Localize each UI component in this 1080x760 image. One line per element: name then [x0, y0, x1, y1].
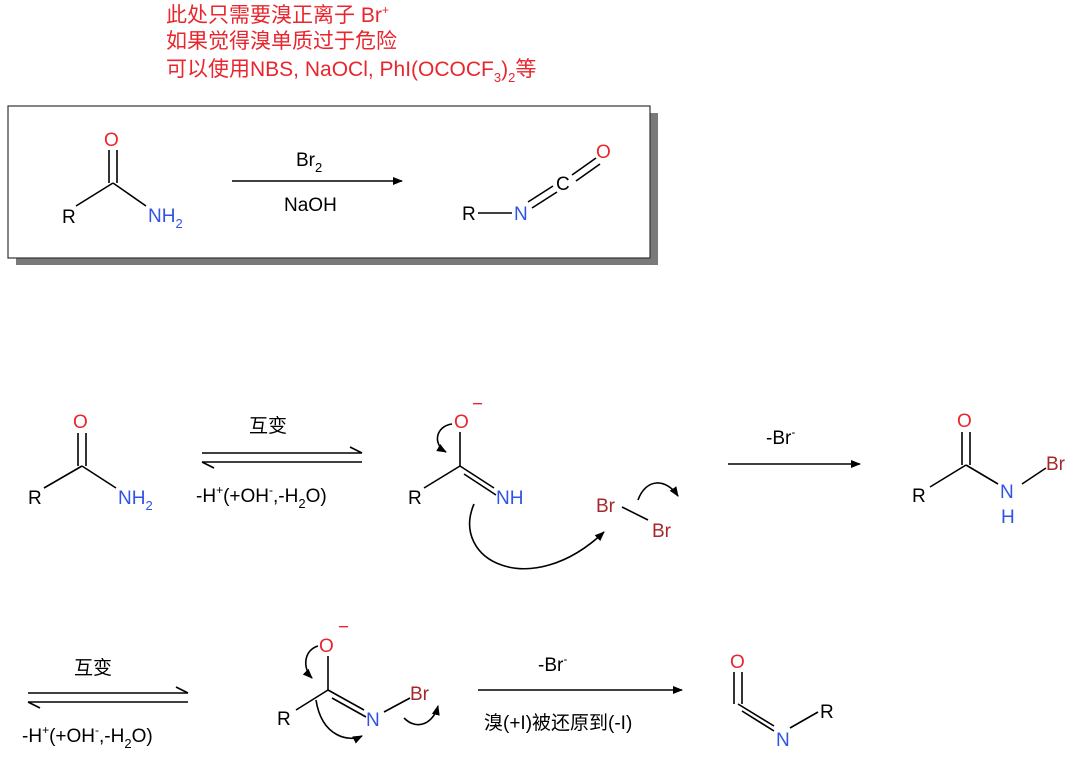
- reagent-note: 此处只需要溴正离子 Br+ 如果觉得溴单质过于危险 可以使用NBS, NaOCl…: [166, 3, 536, 85]
- label-proton-loss: -H+(+OH-,-H2O): [22, 723, 153, 751]
- atom-r: R: [62, 207, 76, 228]
- atom-br: Br: [1046, 454, 1066, 475]
- step-arrow-2: -Br- 溴(+I)被还原到(-I): [478, 652, 683, 734]
- atom-o: O: [454, 412, 469, 433]
- tautomer-equilibrium-2: 互变 -H+(+OH-,-H2O): [22, 657, 189, 751]
- atom-c: C: [556, 174, 570, 195]
- atom-r: R: [408, 488, 422, 509]
- atom-n: N: [1000, 482, 1014, 503]
- box-isocyanate: R N C O: [462, 142, 611, 225]
- n-bromo-imidate-anion: R O − N Br: [277, 617, 440, 744]
- atom-o: O: [73, 412, 88, 433]
- box-frame: [7, 105, 651, 259]
- atom-br: Br: [596, 496, 616, 517]
- isocyanate-product: O N R: [730, 652, 834, 751]
- curved-arrow: [315, 699, 363, 744]
- tautomer-equilibrium-1: 互变 -H+(+OH-,-H2O): [196, 415, 363, 511]
- atom-n: N: [514, 204, 528, 225]
- atom-r: R: [912, 486, 926, 507]
- charge-minus: −: [472, 394, 483, 415]
- reagent-naoh: NaOH: [284, 195, 337, 216]
- atom-r: R: [462, 204, 476, 225]
- atom-n: N: [366, 710, 380, 731]
- step-arrow-1: -Br-: [728, 425, 861, 468]
- atom-nh2: NH2: [118, 488, 153, 513]
- curved-arrow: [436, 423, 453, 453]
- n-bromoamide: R O N H Br: [912, 411, 1066, 528]
- atom-r: R: [277, 709, 291, 730]
- atom-n: N: [776, 730, 790, 751]
- atom-o: O: [596, 142, 611, 163]
- atom-nh: NH: [496, 488, 523, 509]
- label-tautomer: 互变: [74, 657, 112, 679]
- curved-arrow: [468, 503, 605, 570]
- curved-arrow: [403, 705, 440, 726]
- label-tautomer: 互变: [249, 415, 287, 437]
- note-line-2: 如果觉得溴单质过于危险: [166, 30, 397, 53]
- atom-o: O: [730, 652, 745, 673]
- label-proton-loss: -H+(+OH-,-H2O): [196, 483, 327, 511]
- atom-o: O: [104, 130, 119, 151]
- curved-arrow: [302, 645, 319, 679]
- row1-imidate-anion: R O − NH: [408, 394, 605, 570]
- atom-o: O: [957, 411, 972, 432]
- label-minus-br: -Br-: [766, 425, 795, 449]
- label-minus-br: -Br-: [538, 652, 567, 676]
- row1-amide: R O NH2: [28, 412, 153, 513]
- atom-r: R: [820, 702, 834, 723]
- reagent-br2: Br2: [296, 150, 322, 175]
- atom-nh2: NH2: [148, 206, 183, 231]
- note-line-3: 可以使用NBS, NaOCl, PhI(OCOCF3)2等: [166, 58, 536, 85]
- charge-minus: −: [338, 617, 349, 638]
- atom-o: O: [319, 636, 334, 657]
- atom-br: Br: [410, 684, 430, 705]
- label-reduction: 溴(+I)被还原到(-I): [484, 712, 632, 734]
- atom-h: H: [1001, 507, 1015, 528]
- atom-br: Br: [652, 521, 672, 542]
- box-amide: R O NH2: [62, 130, 183, 231]
- overall-reaction-box: R O NH2 Br2 NaOH R N C O: [7, 105, 658, 265]
- curved-arrow: [637, 482, 679, 501]
- bromine-molecule: Br Br: [596, 482, 679, 542]
- atom-r: R: [28, 488, 42, 509]
- note-line-1: 此处只需要溴正离子 Br+: [166, 3, 389, 27]
